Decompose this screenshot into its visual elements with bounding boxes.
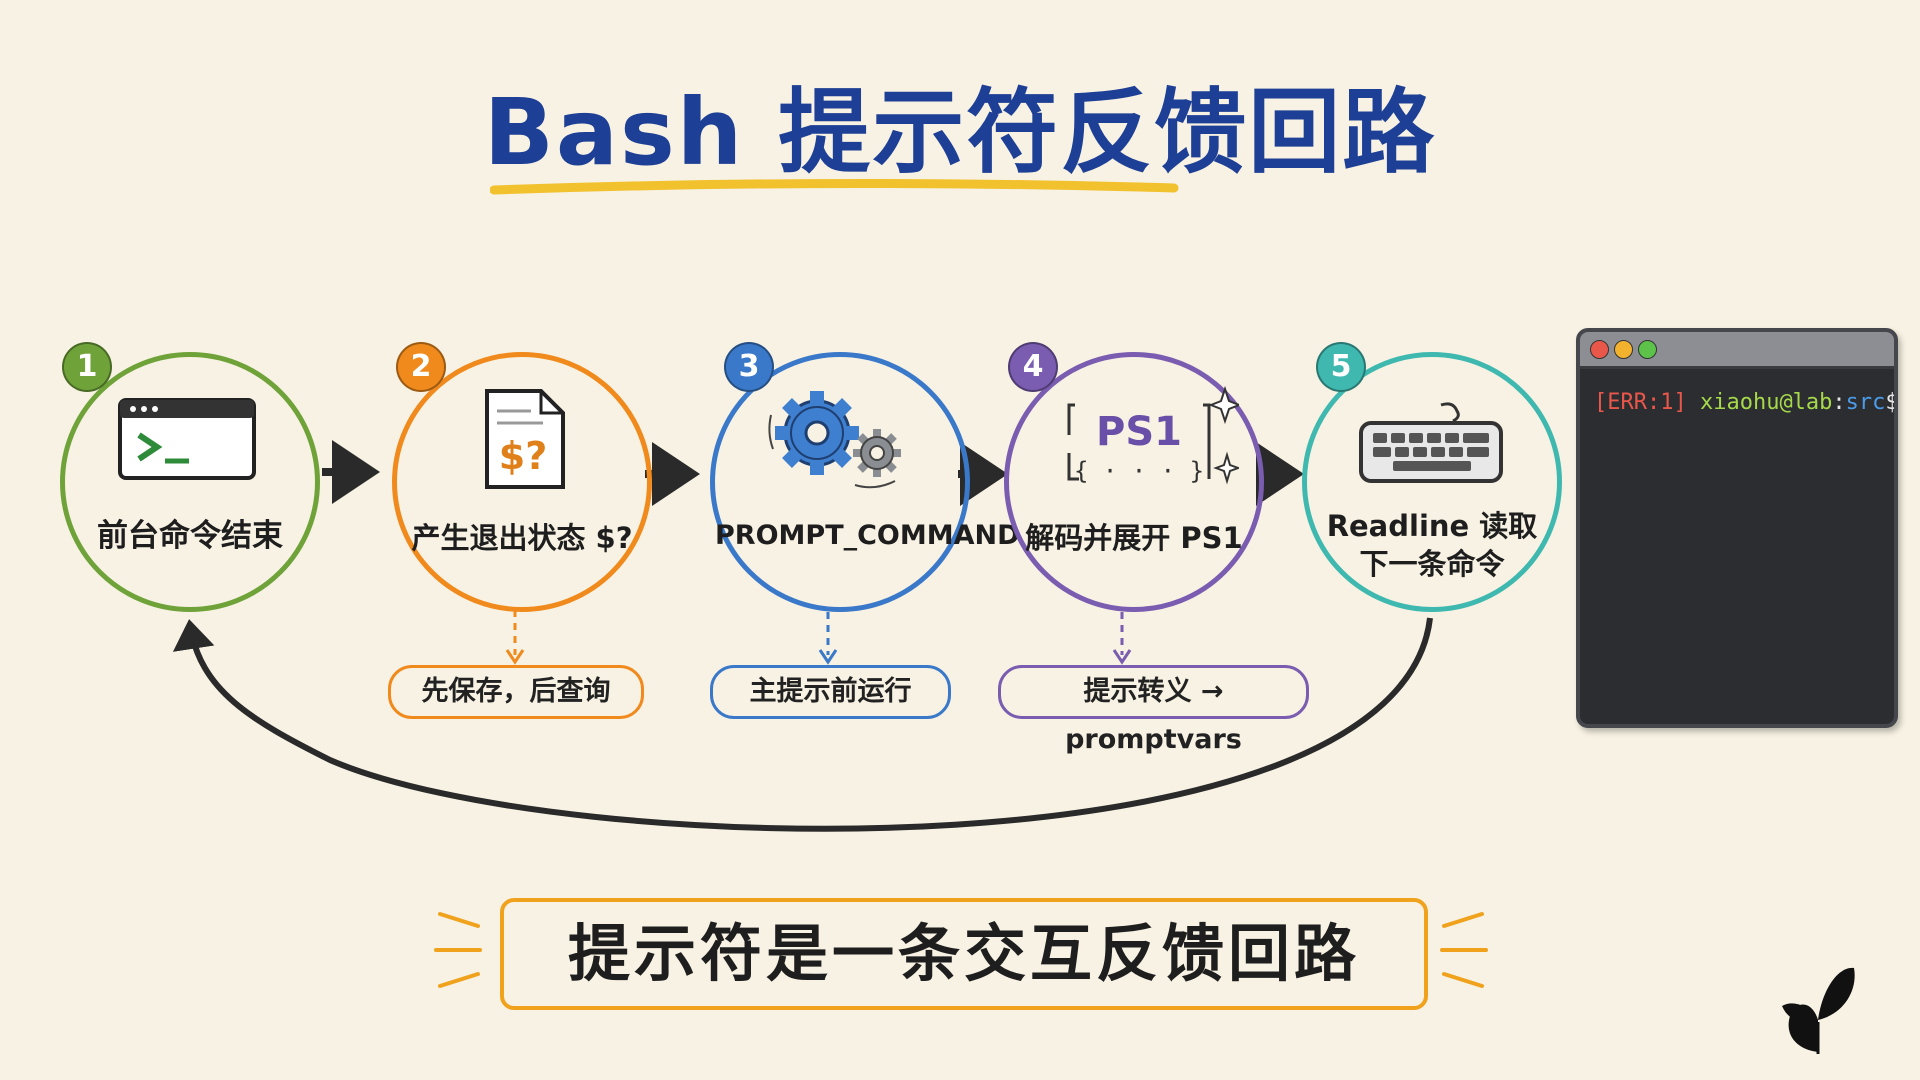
document-dollar-question-icon: $?: [485, 389, 565, 489]
prompt-separator: :: [1832, 390, 1846, 415]
prompt-directory: src: [1845, 390, 1886, 415]
prompt-user-host: xiaohu@lab: [1699, 390, 1833, 415]
summary-callout: 提示符是一条交互反馈回路: [500, 898, 1428, 1010]
butterfly-logo-icon: [1782, 967, 1855, 1054]
step-4-badge: 4: [1008, 342, 1058, 392]
step-3-node: PROMPT_COMMAND: [710, 352, 1020, 612]
step-4-node: PS1 { · · · } 解码并展开 PS1: [1004, 352, 1264, 612]
loop-back-arrow: [172, 617, 1433, 832]
terminal-titlebar: [1580, 332, 1894, 369]
ps1-template-icon: PS1 { · · · }: [1067, 385, 1239, 485]
step-1-node: 前台命令结束: [60, 352, 320, 612]
step-3-badge: 3: [724, 342, 774, 392]
prompt-symbol: $: [1885, 390, 1898, 415]
step-2-badge: 2: [396, 342, 446, 392]
terminal-prompt: [ERR:1] xiaohu@lab:src$: [1594, 390, 1898, 415]
title-underline: [490, 178, 1179, 195]
gears-icon: [768, 391, 901, 489]
summary-emphasis-lines-left: [434, 912, 482, 988]
close-dot-icon: [1590, 340, 1609, 359]
step-5-label-line-2: 下一条命令: [1359, 547, 1505, 581]
step-2-label: 产生退出状态 $?: [411, 521, 633, 555]
minimize-dot-icon: [1614, 340, 1633, 359]
svg-text:{ · · · }: { · · · }: [1074, 457, 1204, 485]
svg-text:$?: $?: [499, 434, 547, 478]
step-5-badge: 5: [1316, 342, 1366, 392]
note-step-2: 先保存，后查询: [388, 665, 644, 719]
terminal-window: [ERR:1] xiaohu@lab:src$: [1576, 328, 1898, 728]
step-3-label: PROMPT_COMMAND: [715, 520, 1020, 551]
svg-text:PS1: PS1: [1096, 409, 1182, 455]
note-step-3: 主提示前运行: [710, 665, 951, 719]
keyboard-icon: [1359, 402, 1503, 483]
page-title: Bash 提示符反馈回路: [483, 79, 1437, 186]
prompt-error-code: [ERR:1]: [1594, 390, 1687, 415]
note-step-4: 提示转义 → promptvars: [998, 665, 1309, 755]
summary-emphasis-lines-right: [1440, 912, 1488, 988]
maximize-dot-icon: [1638, 340, 1657, 359]
step-4-label: 解码并展开 PS1: [1025, 521, 1243, 555]
step-5-label-line-1: Readline 读取: [1326, 509, 1538, 543]
step-1-label: 前台命令结束: [97, 518, 283, 554]
terminal-window-icon: [118, 398, 256, 480]
step-5-node: Readline 读取 下一条命令: [1302, 352, 1562, 612]
step-1-badge: 1: [62, 342, 112, 392]
step-2-node: $? 产生退出状态 $?: [392, 352, 652, 612]
